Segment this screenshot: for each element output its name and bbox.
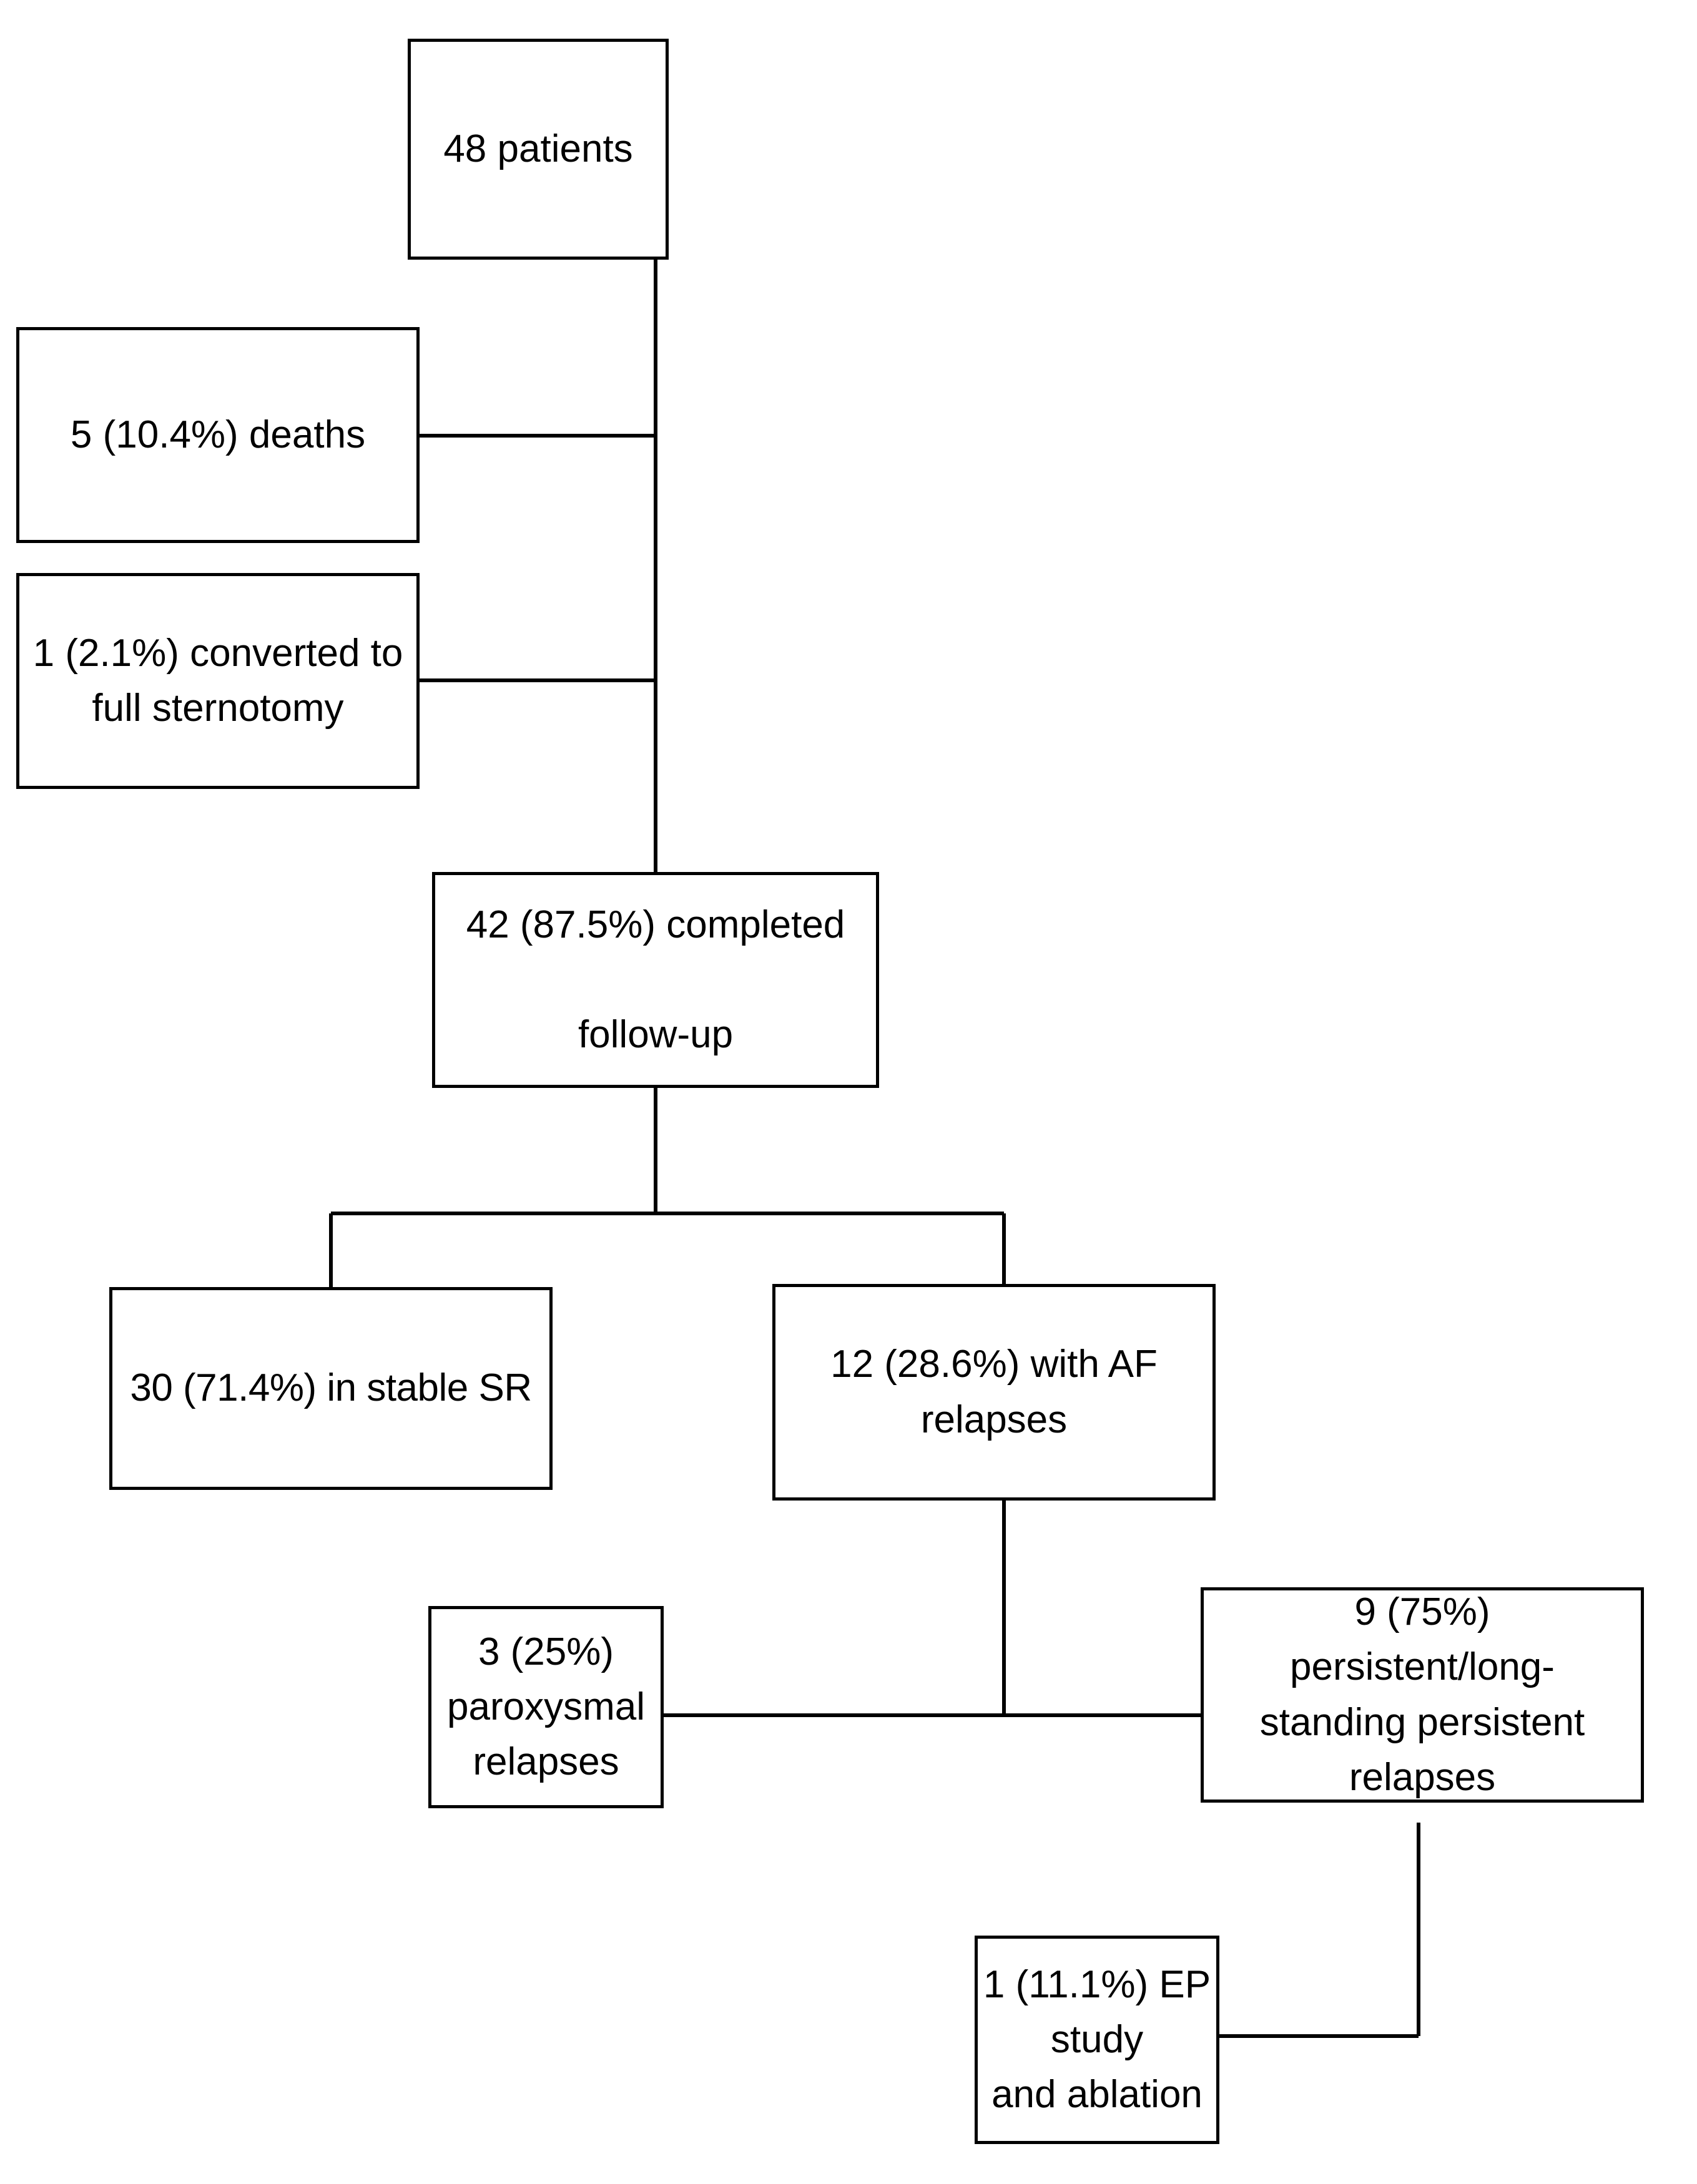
node-deaths-label: 5 (10.4%) deaths [70, 413, 366, 456]
node-total-patients-label: 48 patients [443, 127, 633, 170]
node-af-relapses[interactable]: 12 (28.6%) with AF relapses [772, 1284, 1216, 1501]
node-persistent-relapses-label: 9 (75%) persistent/long- standing persis… [1259, 1590, 1585, 1799]
node-completed-followup-label: 42 (87.5%) completed follow-up [466, 903, 845, 1057]
node-stable-sr[interactable]: 30 (71.4%) in stable SR [109, 1287, 553, 1490]
node-completed-followup[interactable]: 42 (87.5%) completed follow-up [432, 872, 879, 1088]
node-ep-study-ablation[interactable]: 1 (11.1%) EP study and ablation [975, 1936, 1219, 2144]
node-stable-sr-label: 30 (71.4%) in stable SR [130, 1366, 532, 1410]
node-paroxysmal-relapses[interactable]: 3 (25%) paroxysmal relapses [428, 1606, 664, 1808]
node-deaths[interactable]: 5 (10.4%) deaths [16, 327, 420, 543]
node-converted-sternotomy[interactable]: 1 (2.1%) converted to full sternotomy [16, 573, 420, 789]
node-persistent-relapses[interactable]: 9 (75%) persistent/long- standing persis… [1201, 1587, 1644, 1803]
node-paroxysmal-relapses-label: 3 (25%) paroxysmal relapses [447, 1630, 645, 1784]
node-converted-sternotomy-label: 1 (2.1%) converted to full sternotomy [32, 631, 403, 730]
node-total-patients[interactable]: 48 patients [408, 39, 669, 260]
node-af-relapses-label: 12 (28.6%) with AF relapses [830, 1343, 1158, 1441]
node-ep-study-ablation-label: 1 (11.1%) EP study and ablation [983, 1962, 1211, 2117]
